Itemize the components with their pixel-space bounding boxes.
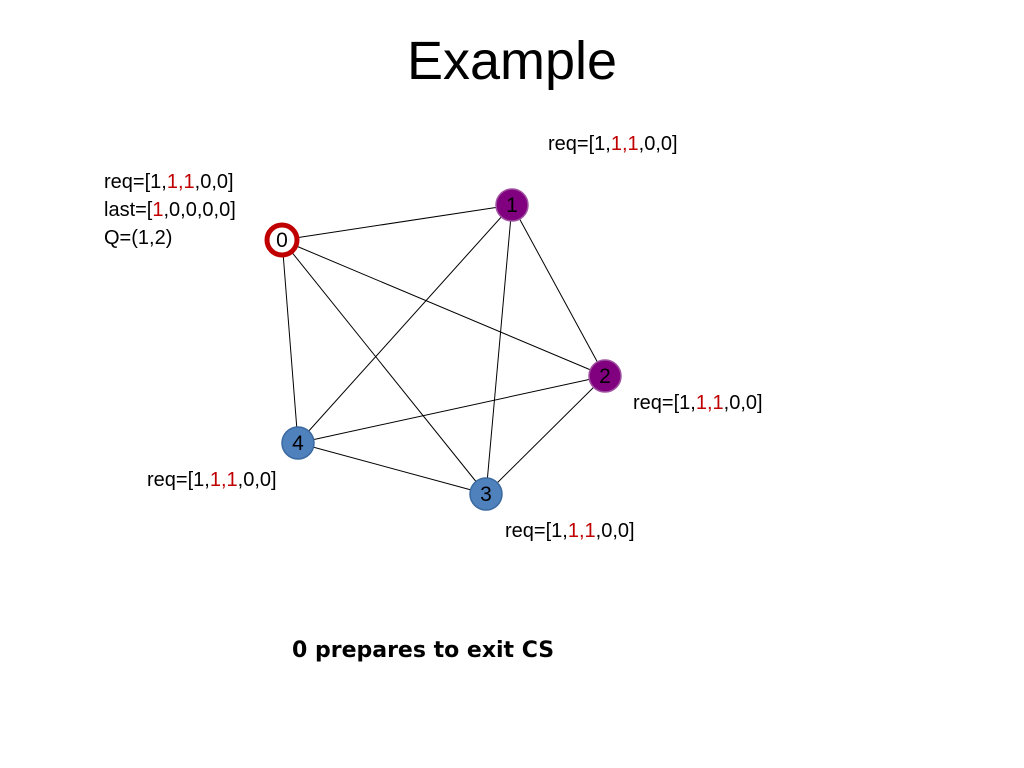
node-0-req: req=[1,1,1,0,0] xyxy=(104,171,234,193)
edge-0-1 xyxy=(281,204,513,241)
node-1: 1 xyxy=(495,188,529,222)
node-4-req: req=[1,1,1,0,0] xyxy=(147,469,277,491)
edge-1-4 xyxy=(297,204,513,444)
node-0-last: last=[1,0,0,0,0] xyxy=(104,199,236,221)
node-3-circle xyxy=(469,477,503,511)
slide-title: Example xyxy=(406,31,618,91)
node-0: 0 xyxy=(264,222,300,258)
edge-2-3 xyxy=(485,375,606,495)
node-3-label: 3 xyxy=(480,483,492,506)
node-4-label: 4 xyxy=(292,432,304,455)
edge-1-2 xyxy=(511,204,606,377)
edge-2-4 xyxy=(297,375,606,444)
edge-0-3 xyxy=(281,239,487,495)
node-4: 4 xyxy=(281,426,315,460)
node-2-label: 2 xyxy=(599,365,611,388)
node-3: 3 xyxy=(469,477,503,511)
slide-caption: 0 prepares to exit CS xyxy=(292,638,555,663)
graph-nodes: 0 1 2 3 4 xyxy=(264,188,622,511)
node-2-circle xyxy=(588,359,622,393)
edge-3-4 xyxy=(297,442,487,495)
node-2-req: req=[1,1,1,0,0] xyxy=(633,392,763,414)
node-0-circle xyxy=(264,222,300,258)
node-1-req: req=[1,1,1,0,0] xyxy=(548,133,678,155)
node-3-req: req=[1,1,1,0,0] xyxy=(505,520,635,542)
node-1-label: 1 xyxy=(506,194,518,217)
node-1-circle xyxy=(495,188,529,222)
node-0-label: 0 xyxy=(276,229,288,252)
edge-0-2 xyxy=(281,239,606,377)
node-4-circle xyxy=(281,426,315,460)
node-2: 2 xyxy=(588,359,622,393)
edge-1-3 xyxy=(485,204,513,495)
node-0-queue: Q=(1,2) xyxy=(104,227,173,249)
graph-edges xyxy=(281,204,606,495)
edge-0-4 xyxy=(281,239,299,444)
node-0-state: req=[1,1,1,0,0] last=[1,0,0,0,0] Q=(1,2) xyxy=(104,168,236,252)
